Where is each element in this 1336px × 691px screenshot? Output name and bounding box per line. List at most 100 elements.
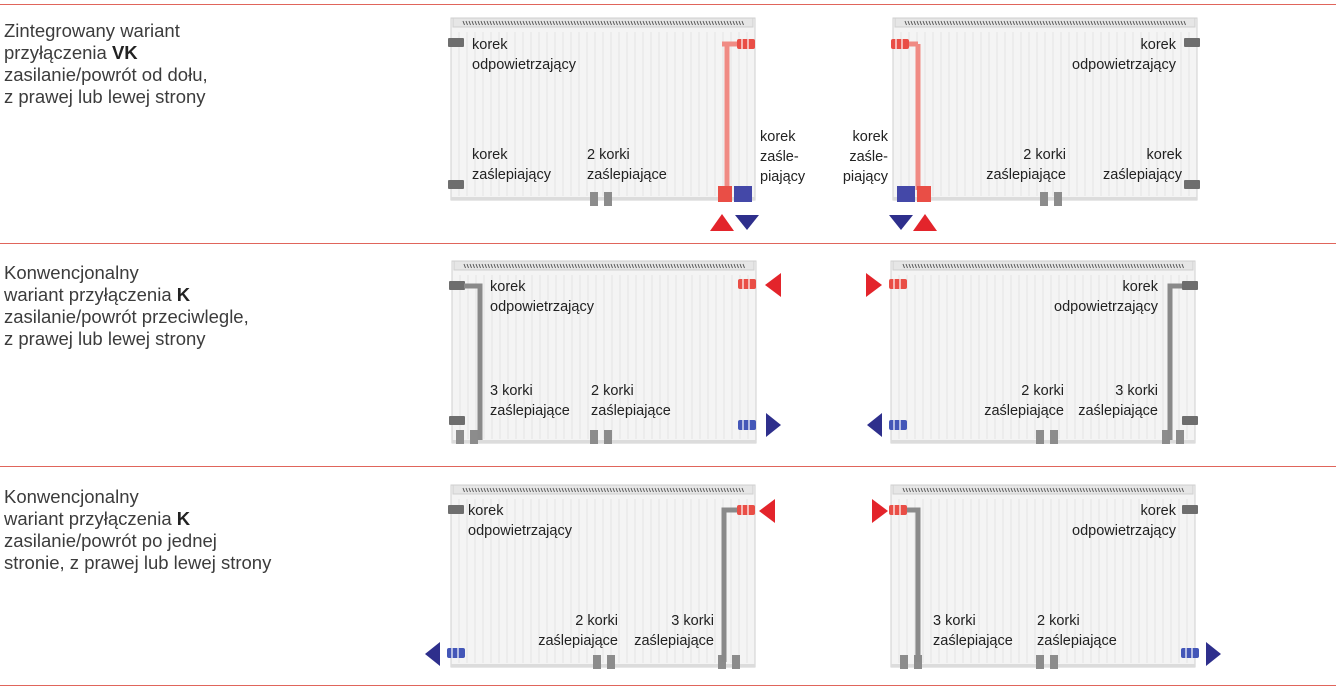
grille-slot	[562, 263, 565, 269]
grille-slot	[723, 487, 726, 493]
grille-slot	[492, 487, 495, 493]
bracket-foot	[607, 655, 615, 669]
grille-slot	[699, 487, 702, 493]
grille-slot	[717, 20, 720, 26]
grille-slot	[678, 487, 681, 493]
grille-slot	[649, 263, 652, 269]
grille-slot	[1111, 20, 1114, 26]
grille-slot	[1181, 263, 1184, 269]
grille-slot	[603, 487, 606, 493]
grille-slot	[634, 263, 637, 269]
grille-slot	[1054, 20, 1057, 26]
pipe-connector	[889, 279, 907, 289]
grille-slot	[1166, 487, 1169, 493]
grille-slot	[723, 20, 726, 26]
bracket-foot	[1036, 430, 1044, 444]
grille-slot	[693, 20, 696, 26]
grille-slot	[1118, 487, 1121, 493]
grille-slot	[514, 263, 517, 269]
grille-slot	[938, 487, 941, 493]
grille-slot	[504, 20, 507, 26]
grille-slot	[955, 20, 958, 26]
grille-slot	[1076, 263, 1079, 269]
grille-slot	[1001, 263, 1004, 269]
grille-slot	[540, 20, 543, 26]
grille-slot	[1028, 487, 1031, 493]
grille-slot	[917, 487, 920, 493]
grille-slot	[926, 263, 929, 269]
grille-slot	[555, 487, 558, 493]
grille-slot	[994, 20, 997, 26]
grille-slot	[576, 20, 579, 26]
plug	[449, 416, 465, 425]
return-valve	[897, 186, 915, 202]
grille-slot	[1049, 487, 1052, 493]
connector-ring	[742, 420, 744, 430]
grille-slot	[477, 487, 480, 493]
grille-slot	[914, 263, 917, 269]
return-arrow-out	[867, 413, 882, 437]
grille-slot	[474, 487, 477, 493]
plug-label-line: odpowietrzający	[1054, 299, 1158, 315]
grille-slot	[1163, 487, 1166, 493]
grille-slot	[603, 20, 606, 26]
grille-slot	[1055, 263, 1058, 269]
grille-slot	[484, 263, 487, 269]
pipe-connector	[738, 420, 756, 430]
grille-slot	[1060, 20, 1063, 26]
plug-label-line: korek	[490, 279, 526, 295]
plug-label-line: 2 korki	[1037, 613, 1080, 629]
connector-ring	[451, 648, 453, 658]
grille-slot	[672, 20, 675, 26]
return-arrow-down	[735, 215, 759, 230]
grille-slot	[1012, 20, 1015, 26]
grille-slot	[1165, 20, 1168, 26]
grille-slot	[537, 487, 540, 493]
grille-slot	[913, 20, 916, 26]
bracket-foot	[732, 655, 740, 669]
supply-arrow-up	[710, 214, 734, 231]
grille-slot	[1127, 487, 1130, 493]
grille-slot	[953, 263, 956, 269]
grille-slot	[483, 20, 486, 26]
plug-label-line: zaślepiające	[591, 403, 671, 419]
grille-slot	[475, 263, 478, 269]
grille-slot	[979, 20, 982, 26]
internal-pipe	[1167, 283, 1182, 440]
plug-label-line: odpowietrzający	[472, 57, 576, 73]
grille-slot	[507, 20, 510, 26]
grille-slot	[944, 487, 947, 493]
plug	[448, 180, 464, 189]
grille-slot	[714, 487, 717, 493]
grille-slot	[651, 20, 654, 26]
grille-slot	[547, 263, 550, 269]
grille-slot	[615, 20, 618, 26]
grille-slot	[483, 487, 486, 493]
grille-slot	[690, 20, 693, 26]
grille-slot	[989, 487, 992, 493]
grille-slot	[1085, 487, 1088, 493]
bracket-foot	[1162, 430, 1170, 444]
grille-slot	[1094, 487, 1097, 493]
grille-slot	[1088, 487, 1091, 493]
grille-slot	[648, 20, 651, 26]
plug	[1182, 281, 1198, 290]
grille-slot	[1052, 487, 1055, 493]
grille-slot	[1136, 263, 1139, 269]
grille-slot	[1156, 20, 1159, 26]
grille-slot	[561, 487, 564, 493]
grille-slot	[549, 487, 552, 493]
grille-slot	[496, 263, 499, 269]
grille-slot	[499, 263, 502, 269]
grille-slot	[709, 263, 712, 269]
plug-label-line: zaślepiający	[1103, 167, 1182, 183]
grille-slot	[516, 487, 519, 493]
grille-slot	[478, 263, 481, 269]
grille-slot	[911, 263, 914, 269]
grille-slot	[1037, 487, 1040, 493]
